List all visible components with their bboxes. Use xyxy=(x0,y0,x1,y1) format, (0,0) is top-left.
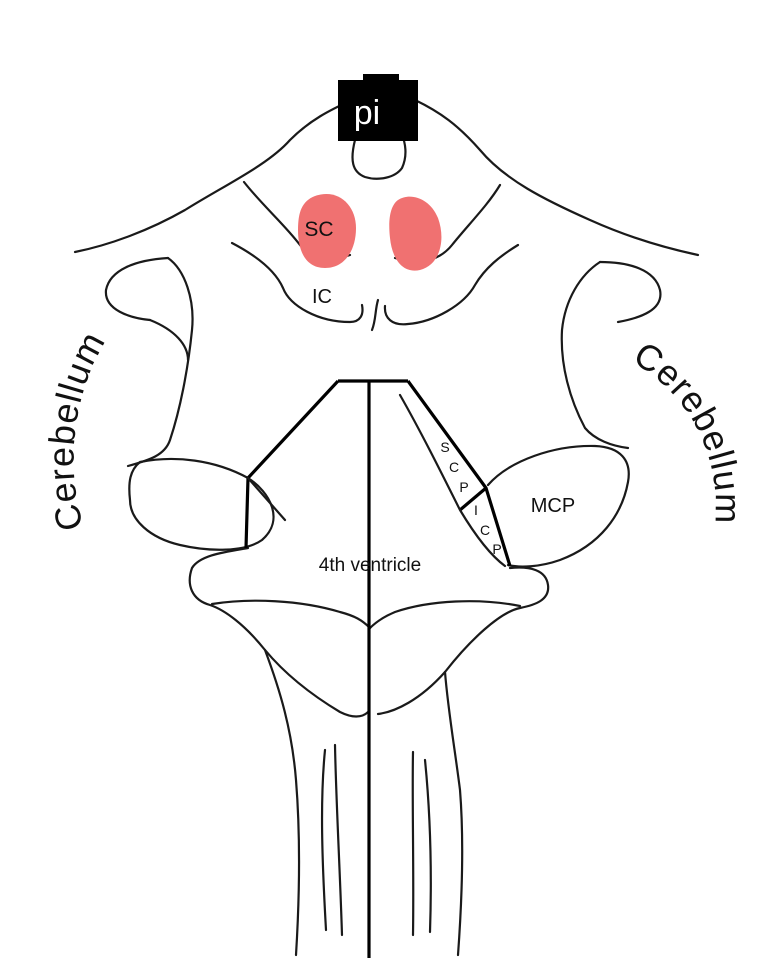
left-mcp xyxy=(128,457,275,551)
scp-letter-p: P xyxy=(459,479,468,495)
cerebellum-right-label: Cerebellum xyxy=(627,333,749,524)
scp-letter-s: S xyxy=(440,439,449,455)
sc-label: SC xyxy=(304,218,333,241)
right-mcp xyxy=(486,444,630,568)
pineal-box: pi xyxy=(338,74,418,141)
scp-letter-c: C xyxy=(449,459,459,475)
midbrain-outline xyxy=(73,98,700,332)
fourth-ventricle-label: 4th ventricle xyxy=(319,555,421,576)
pons-medulla-outline xyxy=(188,546,550,957)
icp-letter-p: P xyxy=(492,541,501,557)
left-hemisphere-outline xyxy=(104,256,194,468)
superior-colliculi xyxy=(298,193,442,271)
ventricle-boundary xyxy=(244,379,512,958)
icp-letter-c: C xyxy=(480,522,490,538)
cerebellum-left-label: Cerebellum xyxy=(40,324,113,535)
ic-label: IC xyxy=(312,286,332,308)
left-superior-colliculus xyxy=(298,193,356,268)
icp-letter-i: I xyxy=(474,502,478,518)
pineal-label: pi xyxy=(354,94,380,132)
right-superior-colliculus xyxy=(389,196,442,271)
right-hemisphere-outline xyxy=(560,260,662,450)
mcp-label: MCP xyxy=(531,495,575,517)
